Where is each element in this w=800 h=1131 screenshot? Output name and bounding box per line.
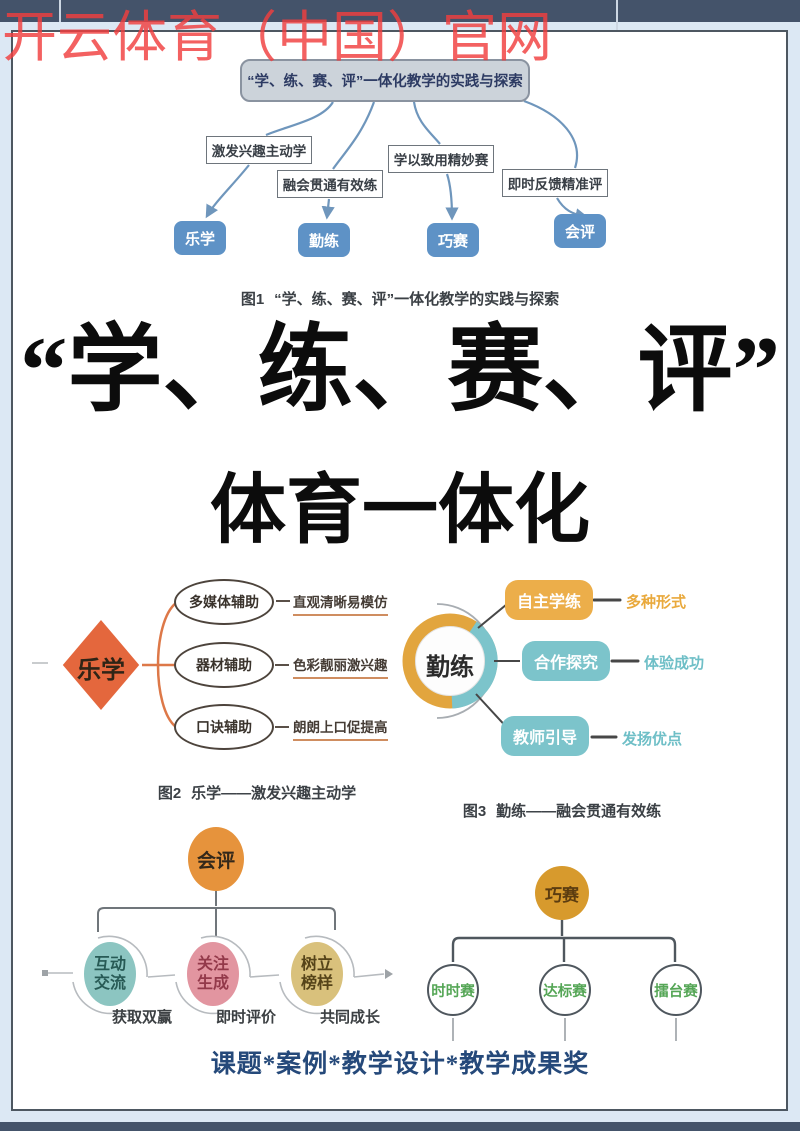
fig5-node-arena: 擂台赛: [650, 964, 702, 1016]
fig2-node-equipment: 器材辅助: [174, 642, 274, 688]
fig2-desc-2: 色彩靓丽激兴趣: [293, 654, 388, 679]
fig3-desc-1: 多种形式: [626, 594, 687, 611]
fig1-node-huiping: 会评: [554, 214, 606, 248]
fig2-node-mnemonic: 口诀辅助: [174, 704, 274, 750]
fig1-root-box: “学、练、赛、评”一体化教学的实践与探索: [240, 59, 530, 102]
fig2-desc-3: 朗朗上口促提高: [293, 716, 388, 741]
fig4-node-interact-line2: 交流: [93, 975, 126, 992]
fig4-node-interact-line1: 互动: [93, 955, 126, 973]
fig3-caption-text: 勤练——融会贯通有效练: [496, 803, 662, 820]
bottom-frame-bar: [0, 1122, 800, 1131]
main-title-line2: 体育一体化: [210, 469, 590, 553]
fig3-desc-2: 体验成功: [644, 655, 705, 672]
fig1-branch-evaluate: 即时反馈精准评: [502, 169, 608, 197]
fig1-branch-compete: 学以致用精妙赛: [388, 145, 494, 173]
fig4-node-focus-line2: 生成: [196, 975, 229, 992]
fig3-caption-label: 图3: [462, 803, 487, 820]
watermark-text: 开云体育（中国）官网: [2, 7, 553, 68]
fig3-node-selfstudy: 自主学练: [505, 580, 593, 620]
fig4-node-focus: 关注 生成: [187, 942, 239, 1006]
fig1-node-qinlian: 勤练: [298, 223, 350, 257]
fig3-desc-3: 发扬优点: [622, 731, 683, 748]
fig1-node-qiaosai: 巧赛: [427, 223, 479, 257]
frame-tick-right: [616, 0, 618, 30]
fig1-branch-practice: 融会贯通有效练: [277, 170, 383, 198]
fig4-center-circle: 会评: [188, 827, 244, 891]
fig2-node-multimedia: 多媒体辅助: [174, 579, 274, 625]
fig1-caption: 图1 “学、练、赛、评”一体化教学的实践与探索: [0, 288, 800, 309]
fig2-caption: 图2 乐学——激发兴趣主动学: [0, 782, 514, 803]
fig1-caption-text: “学、练、赛、评”一体化教学的实践与探索: [274, 291, 560, 308]
top-frame-bar: [0, 0, 800, 22]
fig5-node-timely: 时时赛: [427, 964, 479, 1016]
fig4-desc-2: 即时评价: [216, 1009, 277, 1026]
fig4-node-focus-line1: 关注: [196, 955, 229, 973]
fig2-desc-1: 直观清晰易模仿: [293, 591, 388, 616]
fig5-center-circle: 巧赛: [535, 866, 589, 920]
fig1-node-lexue: 乐学: [174, 221, 226, 255]
fig1-branch-learn: 激发兴趣主动学: [206, 136, 312, 164]
frame-tick-left: [59, 0, 61, 22]
fig1-caption-label: 图1: [240, 291, 265, 308]
fig5-node-standard: 达标赛: [539, 964, 591, 1016]
fig2-caption-text: 乐学——激发兴趣主动学: [191, 785, 357, 802]
footer-text: 课题*案例*教学设计*教学成果奖: [210, 1051, 590, 1078]
fig3-node-cooperate: 合作探究: [522, 641, 610, 681]
fig2-center-label: 乐学: [77, 657, 125, 684]
fig4-node-interact: 互动 交流: [84, 942, 136, 1006]
fig4-node-model-line2: 榜样: [300, 975, 333, 992]
fig4-node-model: 树立 榜样: [291, 942, 343, 1006]
fig3-center-label: 勤练: [426, 654, 474, 681]
fig4-node-model-line1: 树立: [300, 955, 333, 973]
fig3-caption: 图3 勤练——融会贯通有效练: [324, 800, 800, 821]
fig4-desc-3: 共同成长: [320, 1009, 381, 1026]
main-title-line1: “学、练、赛、评”: [19, 317, 780, 423]
fig3-node-teacher: 教师引导: [501, 716, 589, 756]
fig4-desc-1: 获取双赢: [112, 1009, 173, 1026]
fig2-caption-label: 图2: [157, 785, 182, 802]
